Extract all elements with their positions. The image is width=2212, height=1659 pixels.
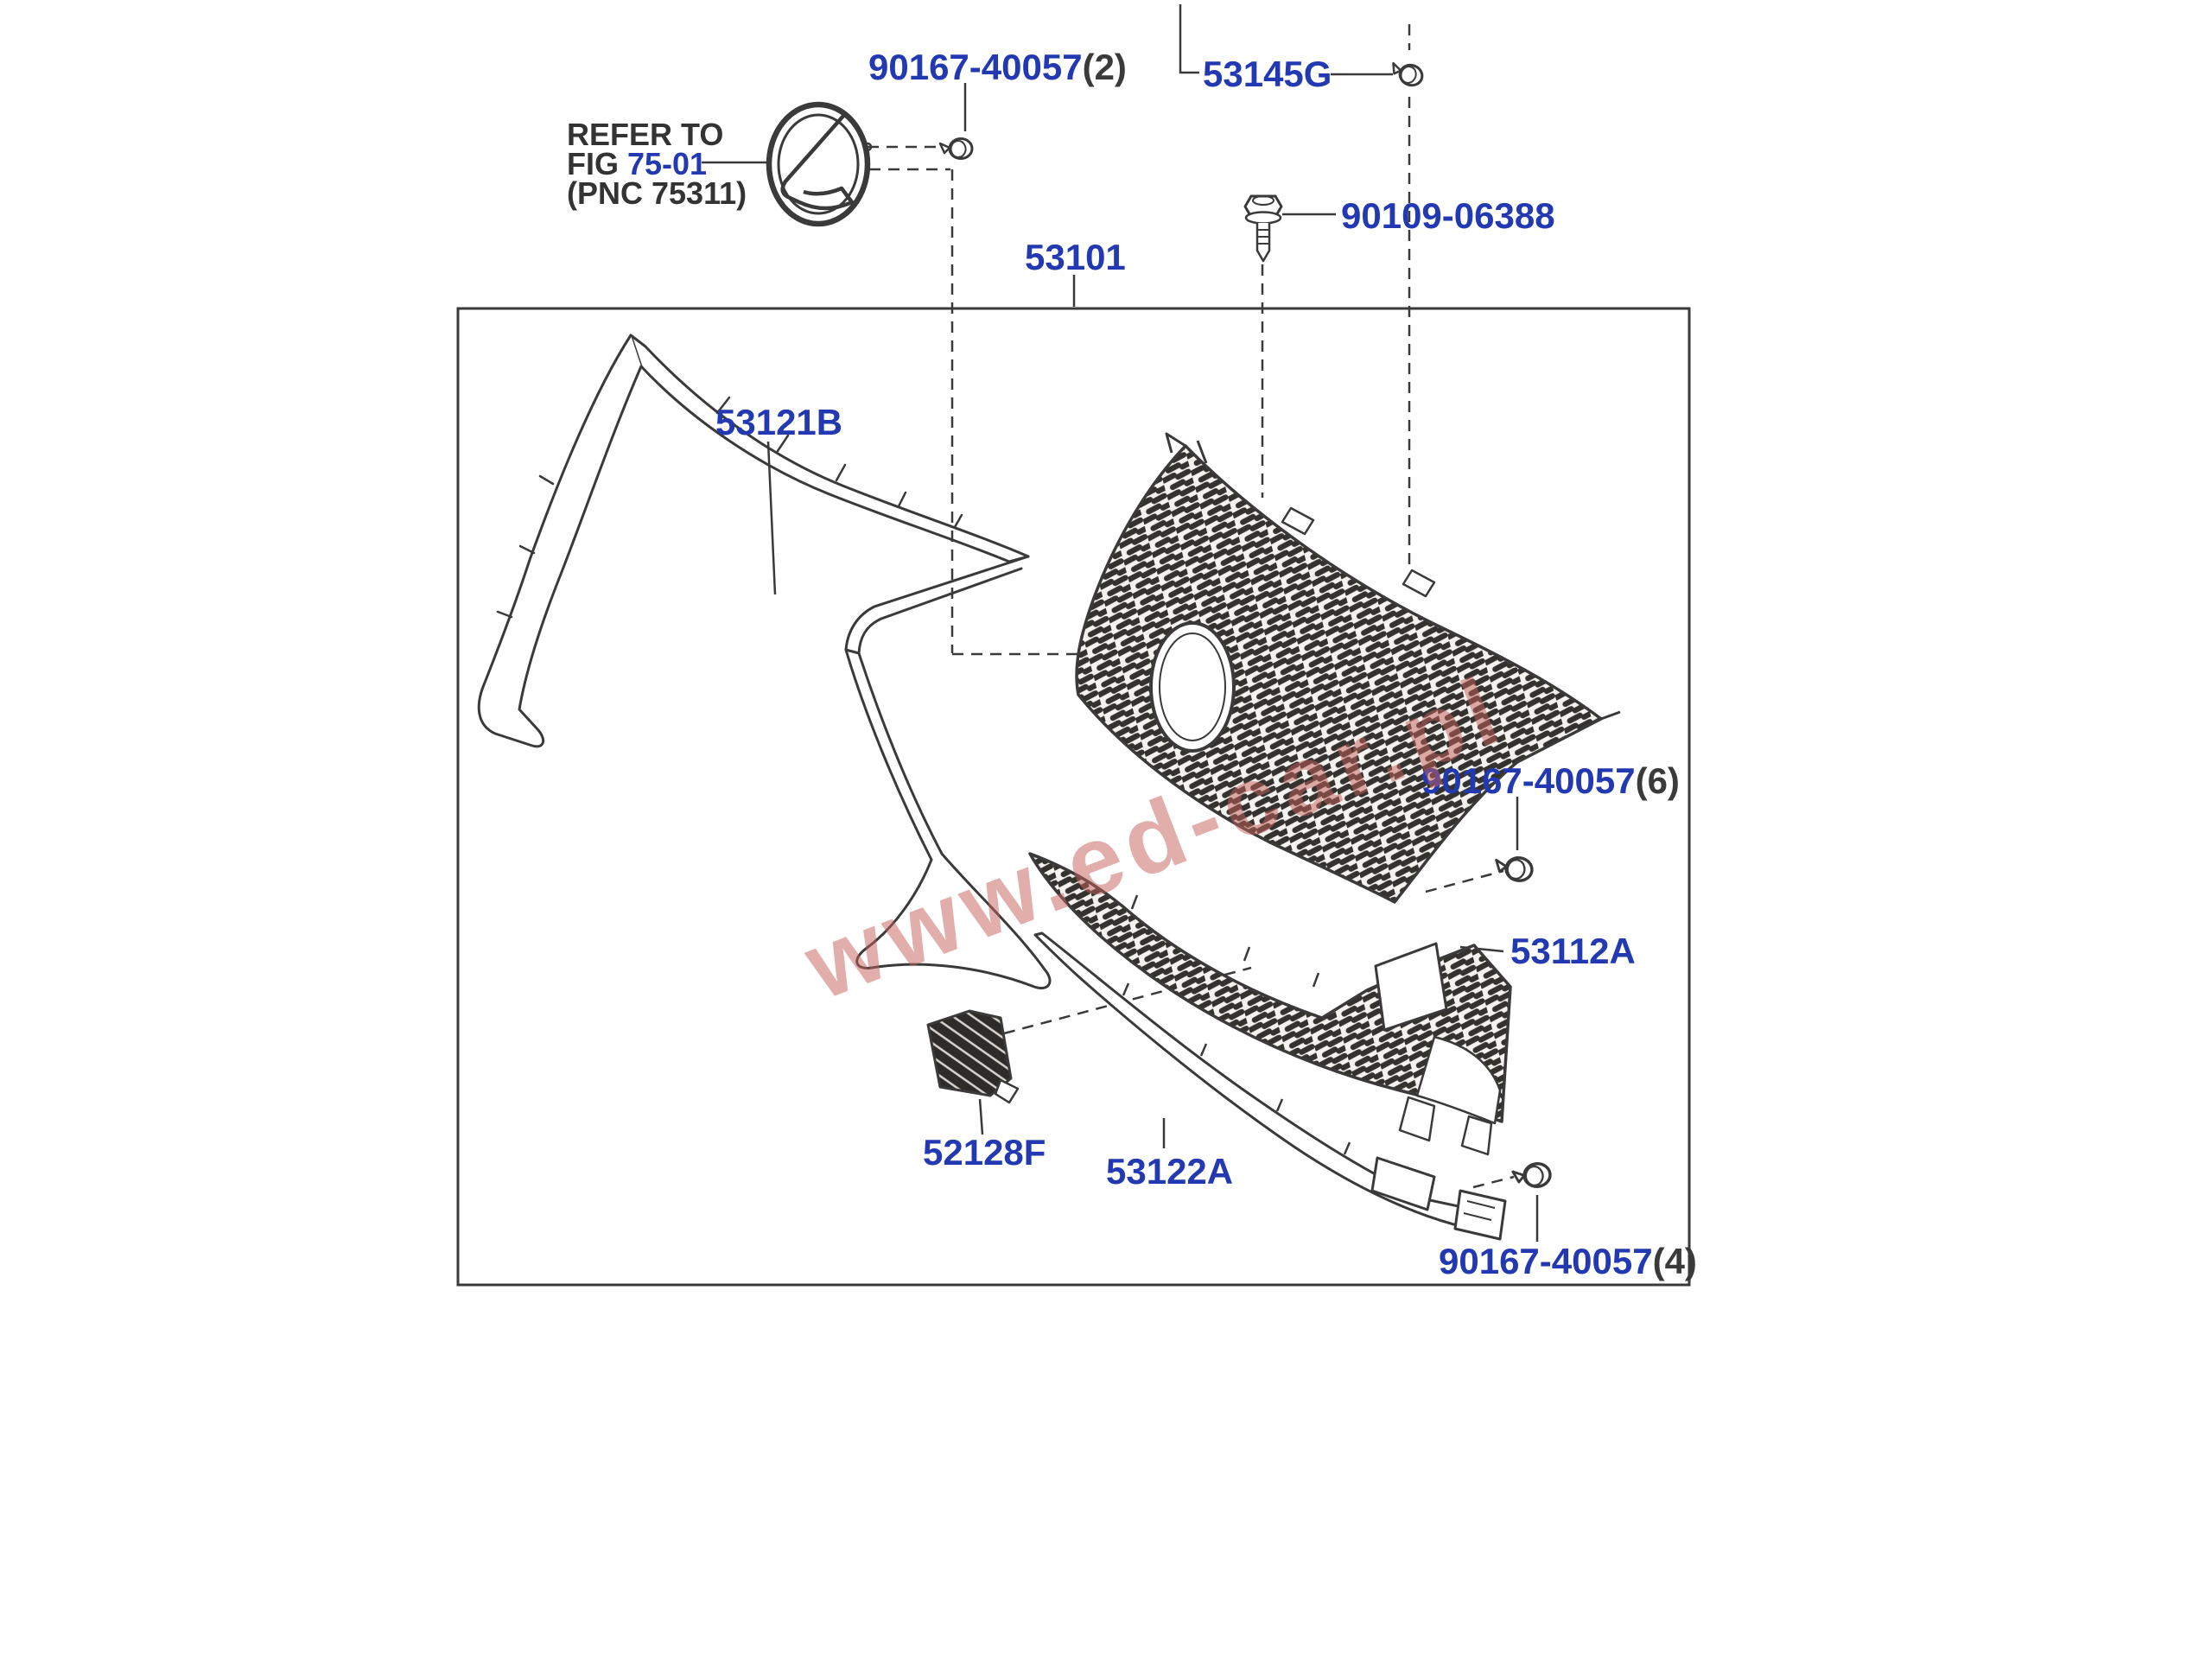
hole-cover-drawing [926, 1009, 1020, 1104]
upper-grille-molding-drawing [477, 334, 1052, 989]
part-label-53122A[interactable]: 53122A [1106, 1151, 1233, 1192]
screw-icon [1243, 194, 1283, 263]
diagram-border-box [456, 307, 1691, 1287]
lower-molding-drawing [1033, 931, 1507, 1241]
lexus-emblem-drawing [766, 101, 873, 227]
part-label-53112A[interactable]: 53112A [1510, 931, 1636, 971]
hood-clip-icon [1387, 57, 1427, 90]
emblem-clip-icon [938, 137, 974, 160]
refer-note: REFER TO FIG 75-01 (PNC 75311) [567, 117, 747, 211]
leader-lines [702, 4, 1539, 1242]
figure-reference-link[interactable]: 75-01 [627, 146, 707, 181]
part-label-53145G[interactable]: 53145G [1203, 54, 1332, 94]
refer-note-line1: REFER TO [567, 117, 723, 152]
part-label-53121B[interactable]: 53121B [715, 402, 842, 442]
part-label-52128F[interactable]: 52128F [923, 1132, 1046, 1173]
dashed-reference-lines [868, 24, 1515, 1189]
emblem-hole [1149, 621, 1236, 753]
part-label-53101[interactable]: 53101 [1025, 237, 1126, 277]
radiator-grille-drawing [1075, 432, 1621, 904]
part-label-90167-40057-2[interactable]: 90167-40057(2) [868, 47, 1127, 87]
part-label-90167-40057-4[interactable]: 90167-40057(4) [1439, 1241, 1697, 1281]
refer-note-line2: FIG 75-01 [567, 146, 707, 181]
molding-clip-icon [1510, 1160, 1553, 1191]
part-label-90109-06388[interactable]: 90109-06388 [1341, 195, 1555, 236]
part-label-90167-40057-6[interactable]: 90167-40057(6) [1421, 760, 1680, 801]
refer-note-line3: (PNC 75311) [567, 175, 747, 211]
grille-clip-icon [1492, 853, 1535, 884]
lower-grille-drawing [1028, 852, 1512, 1156]
